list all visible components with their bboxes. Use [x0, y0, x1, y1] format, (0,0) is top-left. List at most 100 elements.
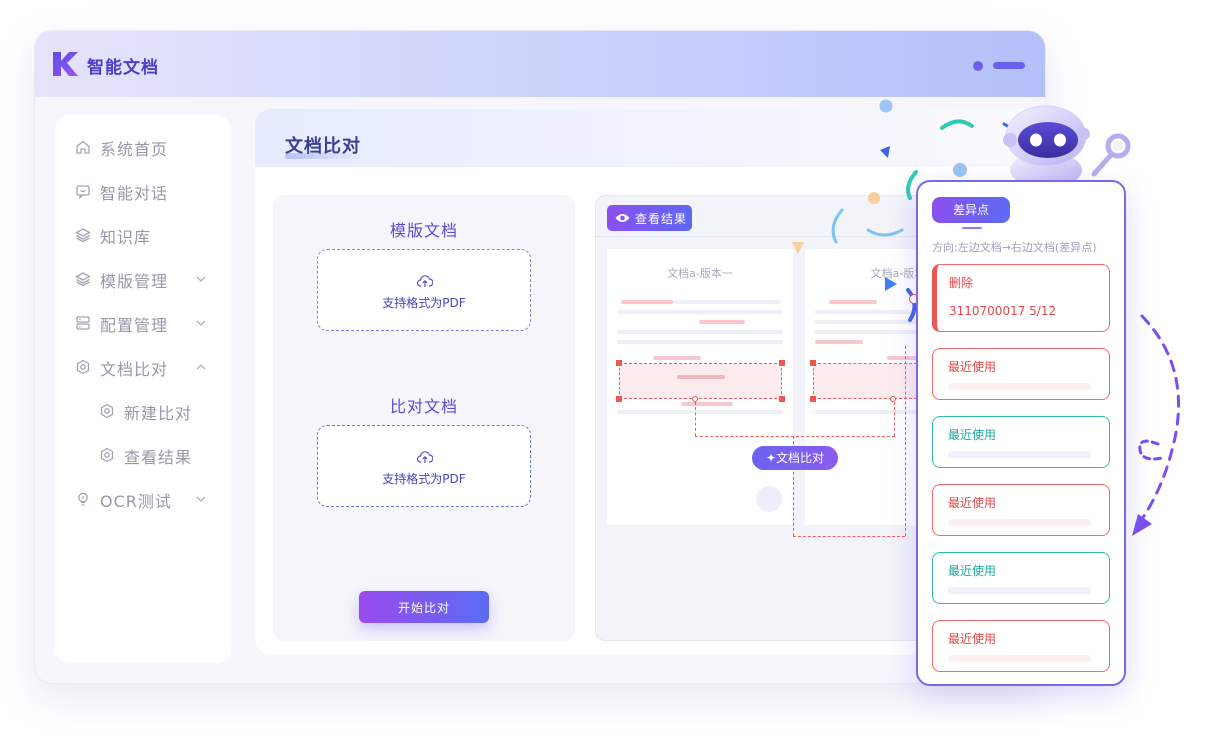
resize-handle[interactable]	[616, 360, 622, 366]
diff-direction-text: 方向:左边文档→右边文档(差异点)	[932, 241, 1097, 254]
marker-triangle-icon	[792, 242, 804, 254]
upload-cloud-icon	[417, 451, 433, 463]
title-bar: 智能文档	[35, 31, 1045, 97]
doc-line	[621, 300, 673, 304]
doc-line	[887, 356, 935, 360]
curved-arrow-icon	[1132, 314, 1181, 536]
diff-item-delete[interactable]: 删除 3110700017 5/12	[932, 264, 1110, 332]
chevron-down-icon[interactable]	[195, 317, 207, 329]
doc-line	[815, 310, 981, 314]
resize-handle[interactable]	[616, 396, 622, 402]
gear-icon	[100, 403, 114, 419]
layers-icon	[75, 228, 91, 243]
resize-handle[interactable]	[779, 360, 785, 366]
anchor-point[interactable]	[890, 396, 896, 402]
diff-item-bar	[948, 587, 1091, 594]
logo-icon	[53, 52, 78, 76]
connector-line	[894, 402, 895, 436]
resize-handle[interactable]	[779, 396, 785, 402]
main-header: 文档比对	[255, 109, 1035, 167]
title-underline	[285, 153, 361, 159]
diff-item-title: 删除	[949, 276, 974, 290]
left-document-title: 文档a-版本一	[667, 267, 733, 280]
gear-icon	[100, 447, 114, 463]
diff-highlight-box[interactable]	[619, 363, 782, 399]
diff-item-value: 3110700017 5/12	[949, 304, 1057, 318]
config-icon	[76, 316, 90, 330]
diff-item[interactable]: 最近使用	[932, 416, 1110, 468]
window-bar-control[interactable]	[993, 62, 1025, 69]
layers-icon	[75, 272, 91, 287]
doc-line	[699, 320, 745, 324]
window-dot-control[interactable]	[973, 61, 983, 71]
upload-cloud-icon	[417, 275, 433, 287]
compare-doc-label: 比对文档	[389, 397, 458, 416]
robot-mascot-icon	[1003, 105, 1131, 188]
connector-line	[695, 402, 696, 436]
chat-icon	[76, 185, 90, 199]
connector-line	[695, 436, 895, 437]
sidebar: 系统首页 智能对话 知识库 模版管理 配置管理 文档比	[55, 115, 231, 663]
sidebar-item-view-results[interactable]: 查看结果	[55, 435, 231, 475]
chevron-down-icon[interactable]	[195, 493, 207, 505]
resize-handle[interactable]	[810, 360, 816, 366]
sidebar-item-label: 新建比对	[124, 404, 193, 423]
anchor-point[interactable]	[692, 396, 698, 402]
sidebar-item-config[interactable]: 配置管理	[55, 303, 231, 343]
compare-doc-hint: 支持格式为PDF	[382, 472, 466, 486]
tag-underline	[962, 227, 982, 229]
result-separator	[596, 236, 1024, 237]
template-doc-dropzone[interactable]: 支持格式为PDF	[317, 249, 531, 331]
template-doc-hint: 支持格式为PDF	[382, 296, 466, 310]
decorative-arcs	[831, 99, 1020, 244]
doc-compare-pill[interactable]: ✦文档比对	[752, 446, 838, 470]
diff-item[interactable]: 最近使用	[932, 348, 1110, 400]
sidebar-item-knowledge[interactable]: 知识库	[55, 215, 231, 255]
diff-item[interactable]: 最近使用	[932, 552, 1110, 604]
sidebar-item-label: 模版管理	[100, 272, 169, 291]
page-indicator[interactable]	[756, 486, 782, 512]
sidebar-item-new-compare[interactable]: 新建比对	[55, 391, 231, 431]
diff-item-bar	[948, 519, 1091, 526]
doc-line	[617, 330, 783, 334]
diff-item-title: 最近使用	[948, 496, 997, 510]
start-compare-button[interactable]: 开始比对	[359, 591, 489, 623]
sidebar-item-ocr[interactable]: OCR测试	[55, 479, 231, 519]
sidebar-item-label: 智能对话	[100, 184, 169, 203]
diff-item-bar	[948, 655, 1091, 662]
app-window: 智能文档 系统首页 智能对话 知识库 模版管理	[34, 30, 1046, 684]
chevron-up-icon[interactable]	[195, 361, 207, 373]
decorative-arc	[906, 288, 917, 322]
compare-doc-dropzone[interactable]: 支持格式为PDF	[317, 425, 531, 507]
doc-line	[815, 330, 981, 334]
doc-line	[653, 356, 701, 360]
diff-item-title: 最近使用	[948, 428, 997, 442]
sidebar-item-templates[interactable]: 模版管理	[55, 259, 231, 299]
bulb-icon	[78, 492, 88, 506]
diff-item[interactable]: 最近使用	[932, 620, 1110, 672]
doc-line	[617, 410, 783, 414]
doc-line	[815, 320, 981, 324]
sidebar-item-home[interactable]: 系统首页	[55, 127, 231, 167]
play-triangle-icon	[885, 277, 897, 291]
eye-icon	[615, 214, 630, 222]
diff-item-title: 最近使用	[948, 564, 997, 578]
diff-item[interactable]: 最近使用	[932, 484, 1110, 536]
connector-line	[905, 346, 906, 536]
view-results-label: 查看结果	[635, 212, 688, 226]
diff-item-title: 最近使用	[948, 632, 997, 646]
differences-tag[interactable]: 差异点	[932, 197, 1010, 223]
chevron-down-icon[interactable]	[195, 273, 207, 285]
sidebar-item-label: 系统首页	[100, 140, 169, 159]
doc-line	[617, 310, 783, 314]
doc-line	[681, 402, 733, 406]
doc-line	[815, 410, 981, 414]
resize-handle[interactable]	[810, 396, 816, 402]
connector-line	[793, 536, 905, 537]
view-results-button[interactable]: 查看结果	[607, 205, 692, 231]
diff-item-title: 最近使用	[948, 360, 997, 374]
sidebar-item-label: 知识库	[100, 228, 152, 247]
sidebar-item-label: 配置管理	[100, 316, 169, 335]
sidebar-item-chat[interactable]: 智能对话	[55, 171, 231, 211]
sidebar-item-doc-compare[interactable]: 文档比对	[55, 347, 231, 387]
